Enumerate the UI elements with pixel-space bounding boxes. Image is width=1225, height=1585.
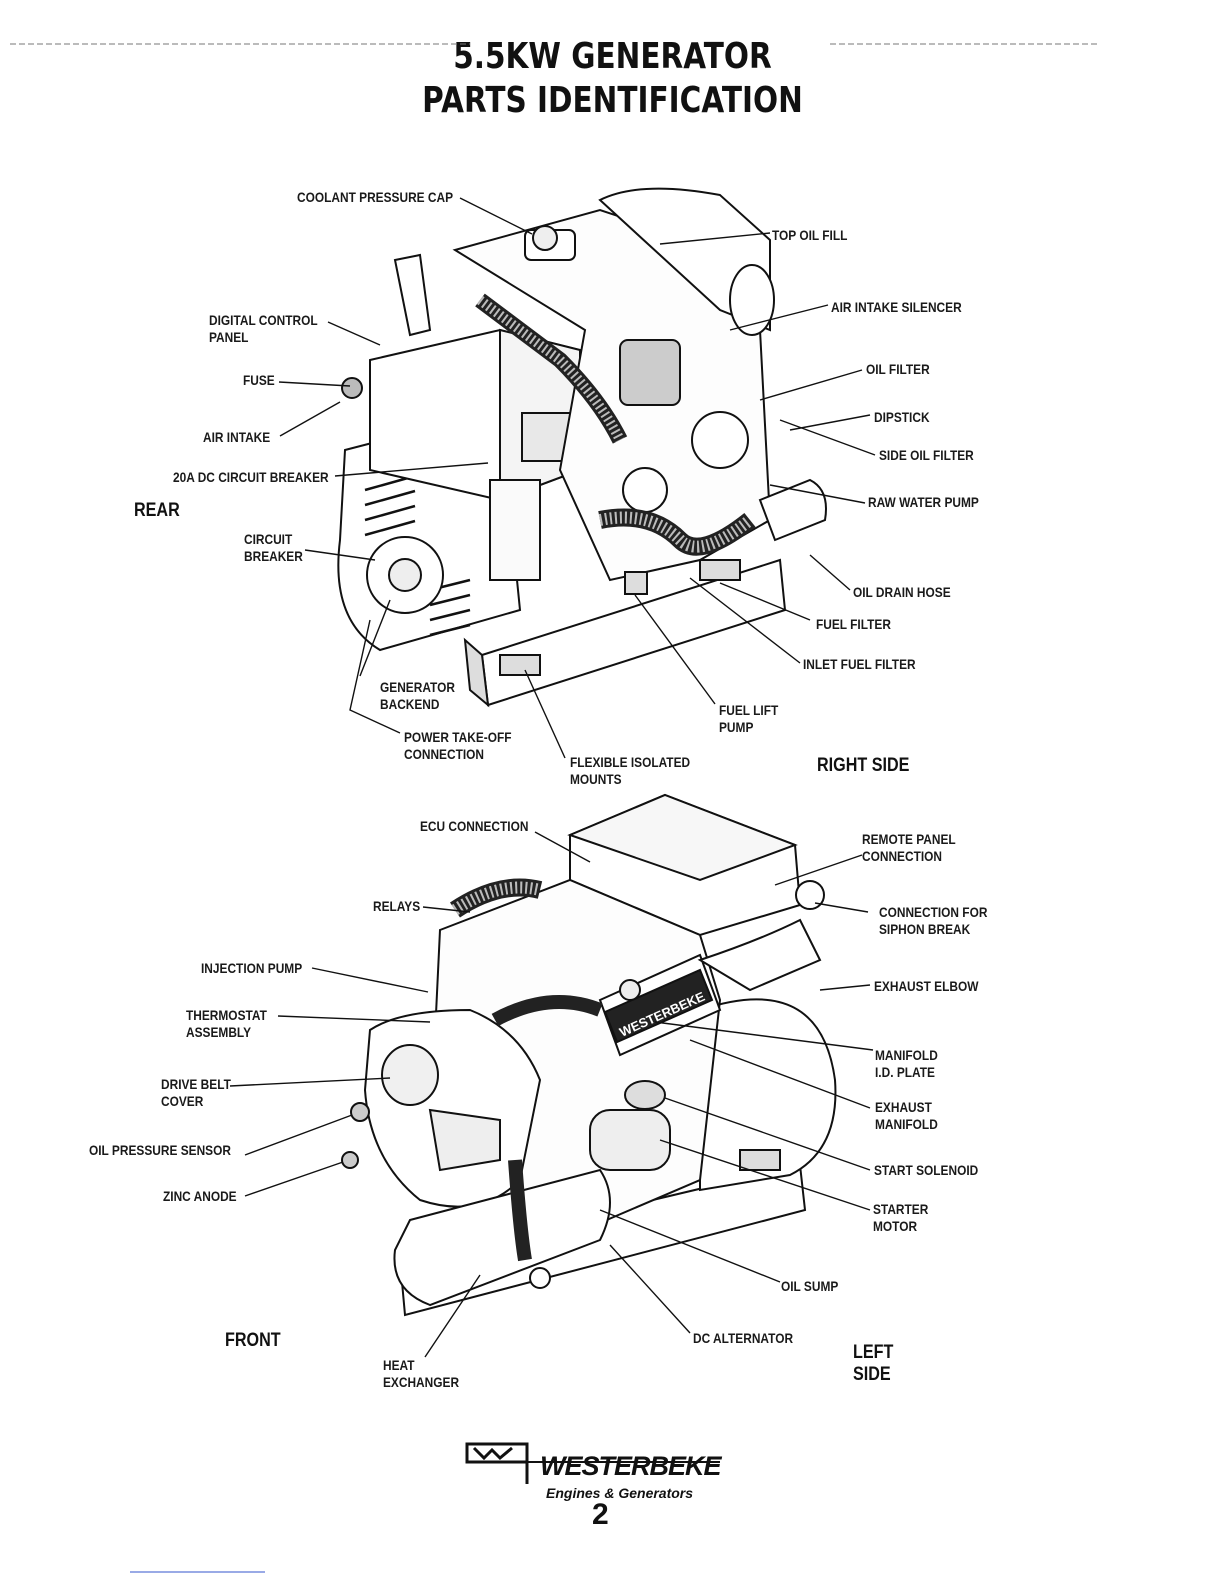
manifold-id-plate (603, 968, 714, 1044)
label-fuse: FUSE (243, 372, 275, 388)
label-power-take-off-connection: POWER TAKE-OFF CONNECTION (404, 729, 512, 762)
label-manifold-id-plate: MANIFOLD I.D. PLATE (875, 1047, 938, 1080)
circuit-breaker-box (489, 479, 541, 581)
starter-motor (589, 1109, 671, 1171)
label-starter-motor: STARTER MOTOR (873, 1201, 929, 1234)
top-view-leader-lines (278, 197, 876, 759)
label-relays: RELAYS (373, 898, 421, 914)
label-generator-backend: GENERATOR BACKEND (380, 679, 455, 712)
generator-front-left-drawing: WESTERBEKE (341, 793, 837, 1317)
side-label-left-side: LEFT SIDE (853, 1342, 894, 1385)
air-intake-silencer-housing (598, 187, 771, 332)
label-exhaust-elbow: EXHAUST ELBOW (874, 978, 979, 994)
start-solenoid (624, 1080, 666, 1110)
label-dipstick: DIPSTICK (874, 409, 930, 425)
coolant-pressure-cap (532, 225, 558, 251)
siphon-break-connection (795, 880, 825, 910)
westerbeke-logo-mark (465, 1442, 720, 1484)
page-title-line1: 5.5KW GENERATOR (453, 36, 772, 77)
label-air-intake: AIR INTAKE (203, 429, 271, 445)
label-air-intake-silencer: AIR INTAKE SILENCER (831, 299, 962, 315)
isolated-mount (499, 654, 541, 676)
label-20a-dc-circuit-breaker: 20A DC CIRCUIT BREAKER (173, 469, 329, 485)
bottom-view-leader-lines (229, 831, 874, 1358)
generator-rear-right-drawing (337, 187, 827, 708)
label-top-oil-fill: TOP OIL FILL (772, 227, 848, 243)
label-raw-water-pump: RAW WATER PUMP (868, 494, 979, 510)
side-label-front: FRONT (225, 1330, 281, 1351)
label-fuel-filter: FUEL FILTER (816, 616, 891, 632)
label-fuel-lift-pump: FUEL LIFT PUMP (719, 702, 779, 735)
label-inlet-fuel-filter: INLET FUEL FILTER (803, 656, 916, 672)
side-label-right-side: RIGHT SIDE (817, 755, 910, 776)
label-oil-sump: OIL SUMP (781, 1278, 839, 1294)
label-digital-control-panel: DIGITAL CONTROL PANEL (209, 312, 318, 345)
label-exhaust-manifold: EXHAUST MANIFOLD (875, 1099, 938, 1132)
label-ecu-connection: ECU CONNECTION (420, 818, 529, 834)
label-thermostat-assembly: THERMOSTAT ASSEMBLY (186, 1007, 267, 1040)
exhaust-elbow (697, 918, 822, 992)
air-filter (619, 339, 681, 406)
page-number: 2 (592, 1498, 609, 1531)
label-side-oil-filter: SIDE OIL FILTER (879, 447, 974, 463)
label-injection-pump: INJECTION PUMP (201, 960, 303, 976)
exhaust-pipe (393, 253, 432, 337)
raw-water-pump-body (758, 478, 827, 542)
label-dc-alternator: DC ALTERNATOR (693, 1330, 794, 1346)
label-heat-exchanger: HEAT EXCHANGER (383, 1357, 460, 1390)
raw-water-pump-pulley (622, 467, 668, 513)
brand-name: WESTERBEKE (540, 1451, 722, 1481)
label-oil-pressure-sensor: OIL PRESSURE SENSOR (89, 1142, 231, 1158)
side-label-rear: REAR (134, 500, 180, 521)
label-oil-drain-hose: OIL DRAIN HOSE (853, 584, 951, 600)
label-flexible-isolated-mounts: FLEXIBLE ISOLATED MOUNTS (570, 754, 691, 787)
zinc-anode (341, 1151, 359, 1169)
label-remote-panel-connection: REMOTE PANEL CONNECTION (862, 831, 956, 864)
fuel-lift-pump (624, 571, 648, 595)
generator-end (699, 998, 837, 1192)
oil-fill-cap-lower (619, 979, 641, 1001)
label-coolant-pressure-cap: COOLANT PRESSURE CAP (297, 189, 454, 205)
label-oil-filter: OIL FILTER (866, 361, 930, 377)
label-zinc-anode: ZINC ANODE (163, 1188, 237, 1204)
brand-tagline: Engines & Generators (546, 1485, 694, 1501)
label-start-solenoid: START SOLENOID (874, 1162, 979, 1178)
label-drive-belt-cover: DRIVE BELT COVER (161, 1076, 231, 1109)
heat-exchanger (393, 1168, 611, 1307)
label-circuit-breaker: CIRCUIT BREAKER (244, 531, 303, 564)
oil-pressure-sensor (350, 1102, 370, 1122)
label-connection-for-siphon-break: CONNECTION FOR SIPHON BREAK (879, 904, 988, 937)
page-title-line2: PARTS IDENTIFICATION (422, 80, 803, 121)
fuse-holder (341, 377, 363, 399)
